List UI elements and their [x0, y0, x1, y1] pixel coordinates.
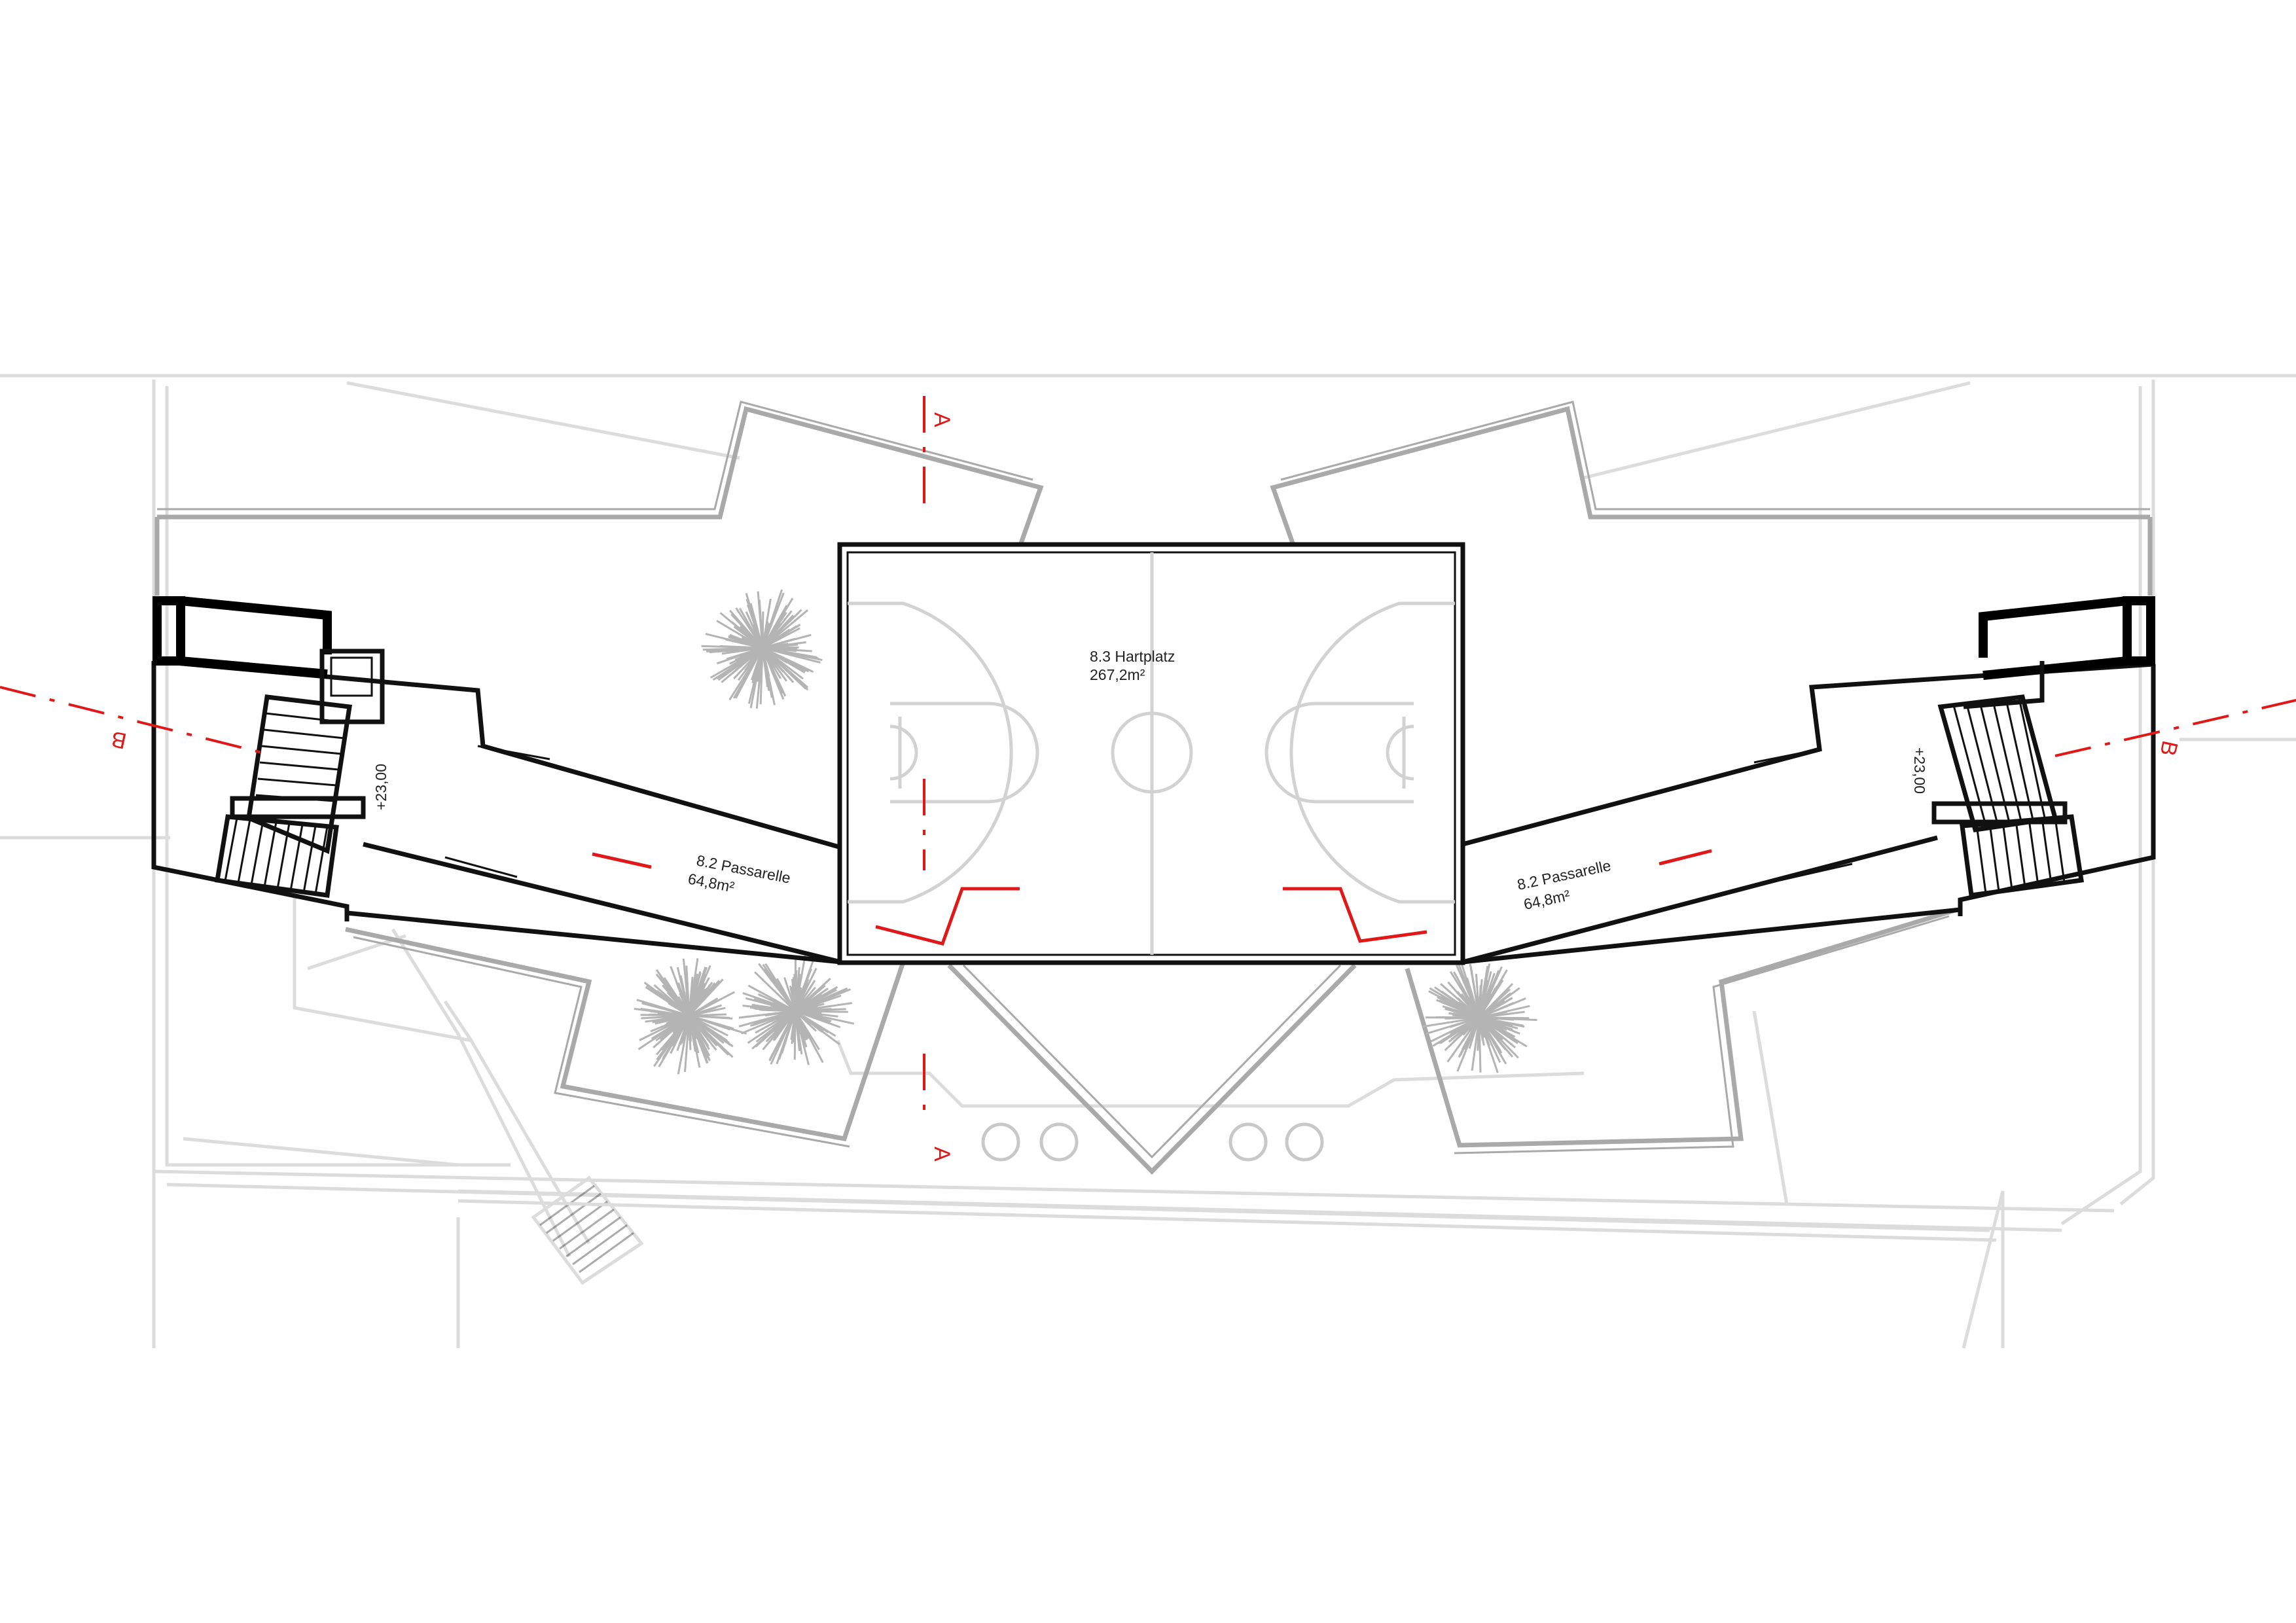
hartplatz-area: 267,2m²: [1090, 666, 1145, 683]
fence: [457, 1199, 1997, 1242]
hartplatz-name: 8.3 Hartplatz: [1090, 648, 1175, 665]
site-context: [0, 374, 2296, 1349]
context-stair: [539, 1185, 634, 1274]
labels: 8.3 Hartplatz 267,2m² 8.2 Passarelle 64,…: [109, 412, 2183, 1162]
tree: [1422, 963, 1537, 1073]
lower-level-outline: [154, 401, 2153, 1175]
section-b-left: B: [109, 726, 129, 753]
tree: [634, 958, 747, 1075]
section-a-bottom: A: [929, 1147, 954, 1162]
passarelle-right-walls: [1462, 596, 2156, 965]
section-b-right: B: [2155, 738, 2182, 758]
tree: [738, 955, 855, 1065]
stair-left: [214, 694, 366, 898]
section-a-top: A: [929, 412, 954, 427]
court: [837, 542, 1465, 965]
trees: [634, 589, 1537, 1075]
level-left: +23,00: [372, 764, 389, 810]
tree: [701, 589, 823, 709]
stair-right: [1931, 694, 2085, 898]
level-right: +23,00: [1911, 747, 1928, 794]
section-lines: [0, 396, 2296, 1113]
